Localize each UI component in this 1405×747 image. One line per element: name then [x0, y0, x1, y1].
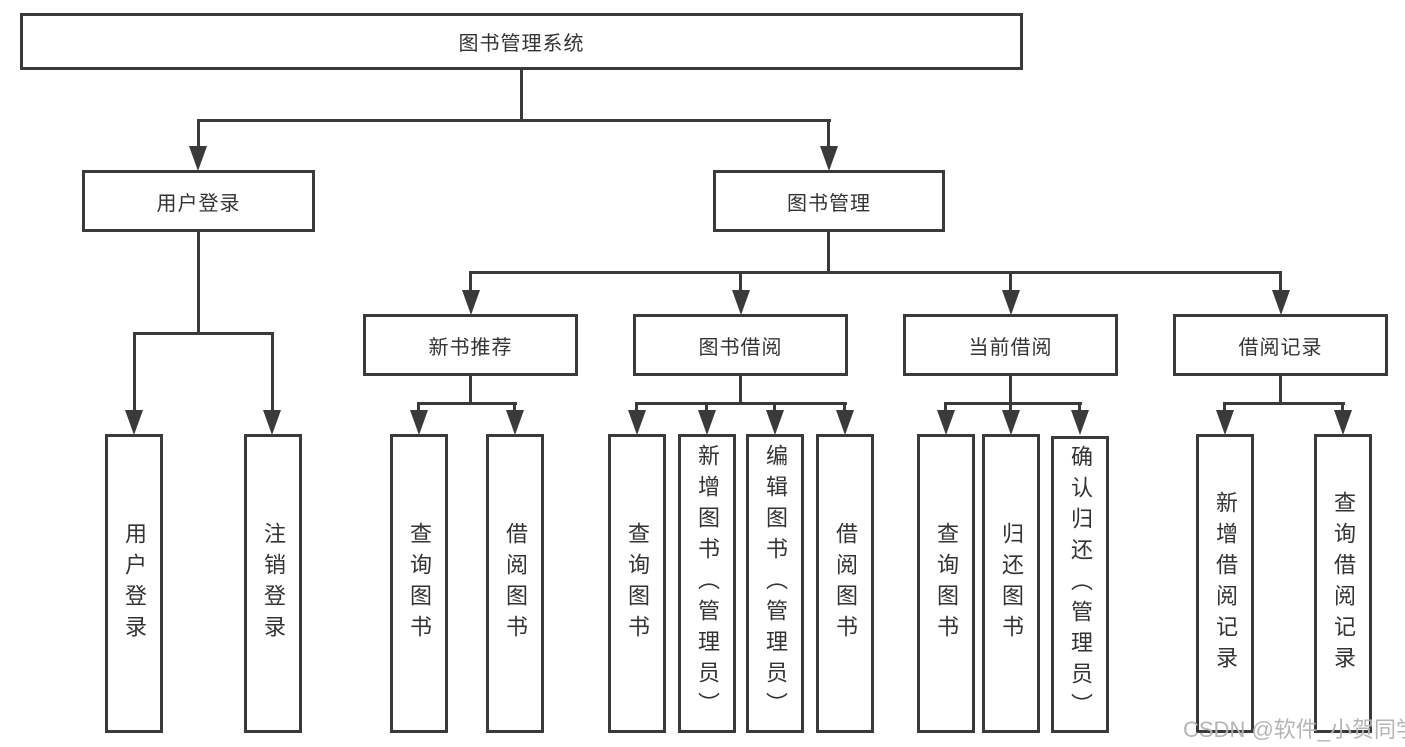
leaf-query-book-2: 查询图书	[608, 434, 666, 733]
leaf-confirm-return-admin-label: 确认归还（管理员）	[1068, 445, 1093, 724]
arrow-down-icon	[836, 410, 854, 435]
node-new-book-recommend: 新书推荐	[363, 314, 578, 376]
connector-leaf-stem	[1009, 402, 1012, 412]
connector-borrow-record-stem	[1279, 375, 1282, 404]
connector-leaf-stem	[635, 402, 638, 412]
leaf-borrow-book-2-label: 借阅图书	[833, 521, 858, 646]
arrow-down-icon	[506, 410, 524, 435]
node-borrow-record: 借阅记录	[1173, 314, 1388, 376]
connector-book-borrow-rail	[635, 402, 847, 405]
connector-to-borrow-record	[1279, 271, 1282, 293]
connector-to-new-book	[469, 271, 472, 293]
connector-current-borrow-stem	[1009, 375, 1012, 404]
arrow-down-icon	[263, 410, 281, 435]
connector-borrow-record-rail	[1223, 402, 1345, 405]
leaf-add-book-admin: 新增图书（管理员）	[678, 434, 736, 733]
leaf-edit-book-admin-label: 编辑图书（管理员）	[763, 444, 788, 723]
connector-book-borrow-stem	[739, 375, 742, 404]
arrow-down-icon	[125, 410, 143, 435]
leaf-query-book-3-label: 查询图书	[934, 521, 959, 646]
leaf-borrow-book-1-label: 借阅图书	[503, 521, 528, 646]
node-user-login-label: 用户登录	[156, 192, 241, 215]
arrow-down-icon	[1272, 290, 1290, 315]
arrow-down-icon	[698, 410, 716, 435]
connector-to-leaf-user-login	[133, 332, 136, 410]
node-book-borrow: 图书借阅	[633, 314, 848, 376]
connector-new-book-rail	[417, 402, 517, 405]
node-user-login: 用户登录	[82, 170, 315, 232]
leaf-add-borrow-record: 新增借阅记录	[1196, 434, 1254, 733]
leaf-confirm-return-admin: 确认归还（管理员）	[1051, 436, 1109, 733]
arrow-down-icon	[410, 410, 428, 435]
connector-leaf-stem	[1078, 402, 1081, 412]
node-root-label: 图书管理系统	[458, 33, 585, 55]
arrow-down-icon	[1002, 410, 1020, 435]
connector-leaf-stem	[417, 402, 420, 412]
connector-level3-rail	[469, 271, 1282, 274]
arrow-down-icon	[1002, 290, 1020, 315]
connector-leaf-stem	[843, 402, 846, 412]
leaf-query-borrow-record: 查询借阅记录	[1314, 434, 1372, 733]
arrow-down-icon	[189, 146, 207, 171]
leaf-return-book-label: 归还图书	[999, 521, 1024, 646]
arrow-down-icon	[1216, 410, 1234, 435]
leaf-user-login: 用户登录	[105, 434, 163, 733]
connector-new-book-stem	[469, 375, 472, 404]
connector-to-book-management	[827, 119, 830, 149]
leaf-return-book: 归还图书	[982, 434, 1040, 733]
csdn-watermark: CSDN @软件_小贺同学	[1183, 717, 1405, 742]
connector-current-borrow-rail	[944, 402, 1082, 405]
leaf-query-book-1: 查询图书	[390, 434, 448, 733]
arrow-down-icon	[1334, 410, 1352, 435]
connector-level1-rail	[197, 119, 831, 122]
arrow-down-icon	[937, 410, 955, 435]
node-root-library-system: 图书管理系统	[20, 13, 1023, 70]
arrow-down-icon	[732, 290, 750, 315]
leaf-query-book-3: 查询图书	[917, 434, 975, 733]
connector-leaf-stem	[944, 402, 947, 412]
connector-user-login-rail	[133, 332, 274, 335]
arrow-down-icon	[820, 146, 838, 171]
connector-root-stem	[520, 68, 523, 120]
leaf-borrow-book-1: 借阅图书	[486, 434, 544, 733]
connector-to-book-borrow	[739, 271, 742, 293]
node-current-borrow-label: 当前借阅	[968, 336, 1053, 359]
arrow-down-icon	[1071, 410, 1089, 435]
connector-leaf-stem	[1341, 402, 1344, 412]
arrow-down-icon	[628, 410, 646, 435]
connector-to-current-borrow	[1009, 271, 1012, 293]
node-current-borrow: 当前借阅	[903, 314, 1118, 376]
leaf-borrow-book-2: 借阅图书	[816, 434, 874, 733]
connector-leaf-stem	[1223, 402, 1226, 412]
leaf-edit-book-admin: 编辑图书（管理员）	[746, 434, 804, 733]
connector-leaf-stem	[773, 402, 776, 412]
connector-user-login-stem	[197, 231, 200, 334]
leaf-add-book-admin-label: 新增图书（管理员）	[695, 444, 720, 723]
leaf-logout-label: 注销登录	[261, 521, 286, 646]
connector-to-user-login	[197, 119, 200, 149]
connector-to-leaf-logout	[271, 332, 274, 410]
leaf-add-borrow-record-label: 新增借阅记录	[1213, 490, 1238, 677]
leaf-query-book-1-label: 查询图书	[407, 521, 432, 646]
arrow-down-icon	[462, 290, 480, 315]
connector-leaf-stem	[705, 402, 708, 412]
leaf-user-login-label: 用户登录	[122, 521, 147, 646]
arrow-down-icon	[766, 410, 784, 435]
node-book-management: 图书管理	[713, 170, 945, 232]
node-book-management-label: 图书管理	[787, 192, 871, 215]
node-book-borrow-label: 图书借阅	[698, 336, 783, 359]
leaf-query-book-2-label: 查询图书	[625, 521, 650, 646]
connector-leaf-stem	[513, 402, 516, 412]
node-new-book-recommend-label: 新书推荐	[428, 336, 513, 359]
leaf-query-borrow-record-label: 查询借阅记录	[1331, 490, 1356, 677]
leaf-logout: 注销登录	[244, 434, 302, 733]
connector-book-management-stem	[827, 231, 830, 273]
node-borrow-record-label: 借阅记录	[1238, 336, 1323, 359]
